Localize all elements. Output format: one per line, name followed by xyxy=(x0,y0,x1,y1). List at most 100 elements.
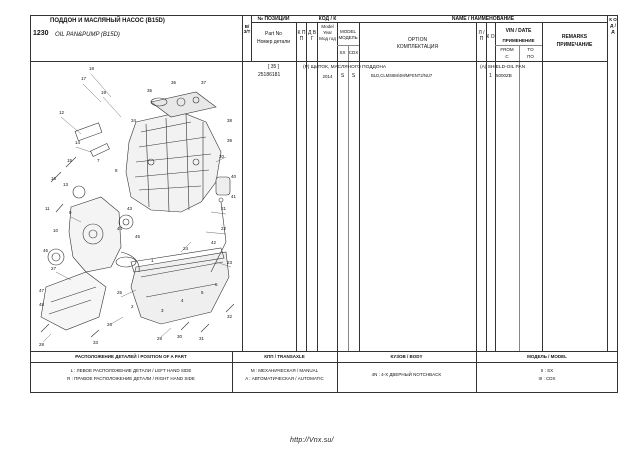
col-seq: В/З/Т xyxy=(243,24,251,34)
col-name: NAME / НАИМЕНОВАНИЕ xyxy=(451,16,515,22)
row-from: 5000ZB xyxy=(496,73,512,78)
remarks-ru: ПРИМЕЧАНИЕ xyxy=(556,42,593,48)
col-divider xyxy=(519,45,520,351)
footer-manual: M : МЕХАНИЧЕСКАЯ / MANUAL xyxy=(250,368,319,373)
lp: Л / П xyxy=(478,30,485,42)
dvg: Д В Г xyxy=(307,30,317,42)
part-no-ru: Номер детали xyxy=(256,39,291,45)
callout-number[interactable]: 15 xyxy=(67,158,73,163)
header-rule xyxy=(495,45,542,46)
header-rule xyxy=(251,22,607,23)
header-rule xyxy=(30,61,242,62)
callout-number[interactable]: 9 xyxy=(69,210,72,215)
callout-number[interactable]: 14 xyxy=(75,140,81,145)
col-code: КОД / К xyxy=(318,16,337,22)
callout-number[interactable]: 29 xyxy=(157,336,163,341)
callout-number[interactable]: 40 xyxy=(231,174,237,179)
model: MODEL МОДЕЛЬ xyxy=(338,29,358,40)
row-year: 2014 xyxy=(322,74,333,79)
catalog-frame xyxy=(30,15,618,393)
footer-transaxle-header: КПП / TRANSAXLE xyxy=(264,354,305,359)
col-divider xyxy=(317,22,318,351)
group-title-en: OIL PAN&PUMP (B15D) xyxy=(55,32,120,38)
callout-number[interactable]: 3 xyxy=(161,308,164,313)
row-position: [ 35 ] xyxy=(267,64,280,70)
callout-number[interactable]: 28 xyxy=(39,342,45,347)
to-en: TO xyxy=(527,47,534,52)
callout-number[interactable]: 7 xyxy=(97,158,100,163)
group-code: 1230 xyxy=(33,30,49,37)
callout-number[interactable]: 24 xyxy=(183,246,189,251)
footer-body-type: 4N : 4-Х ДВЕРНЫЙ NOTCHBACK xyxy=(371,372,442,377)
callout-number[interactable]: 22 xyxy=(221,226,227,231)
callout-number[interactable]: 32 xyxy=(227,314,233,319)
callout-number[interactable]: 19 xyxy=(101,90,107,95)
col-divider xyxy=(296,22,297,351)
callout-number[interactable]: 45 xyxy=(135,234,141,239)
callout-number[interactable]: 1 xyxy=(151,258,154,263)
option-en: OPTION xyxy=(407,37,428,43)
callout-number[interactable]: 27 xyxy=(51,266,57,271)
kpp: К П П xyxy=(297,30,306,42)
cdx-header: CDX xyxy=(348,50,359,55)
footer-right-side: R : ПРАВОЕ РАСПОЛОЖЕНИЕ ДЕТАЛИ / RIGHT H… xyxy=(67,376,195,381)
primenenie: ПРИМЕНЕНИЕ xyxy=(502,38,535,43)
callout-number[interactable]: 10 xyxy=(53,228,59,233)
callout-number[interactable]: 41 xyxy=(231,194,237,199)
callout-number[interactable]: 25 xyxy=(117,290,123,295)
callout-number[interactable]: 18 xyxy=(89,66,95,71)
callout-number[interactable]: 37 xyxy=(201,80,207,85)
callout-number[interactable]: 6 xyxy=(215,282,218,287)
callout-number[interactable]: 31 xyxy=(199,336,205,341)
footer-model-sx: II : SX xyxy=(540,368,554,373)
footer-automatic: A : АВТОМАТИЧЕСКАЯ / AUTOMATIC xyxy=(245,376,324,381)
callout-number[interactable]: 26 xyxy=(107,322,113,327)
vin-date: VIN / DATE xyxy=(505,28,532,34)
callout-number[interactable]: 42 xyxy=(211,240,217,245)
row-option: BLD,CLMS6M/4M/MFENT2/NU7 xyxy=(371,73,433,78)
callout-number[interactable]: 23 xyxy=(227,260,233,265)
callout-number[interactable]: 2 xyxy=(131,304,134,309)
col-divider xyxy=(348,45,349,351)
callout-number[interactable]: 20 xyxy=(219,154,225,159)
callout-number[interactable]: 33 xyxy=(93,340,99,345)
callout-number[interactable]: 48 xyxy=(39,302,45,307)
col-divider xyxy=(495,22,496,351)
footer-body-header: КУЗОВ / BODY xyxy=(390,354,423,359)
callout-number[interactable]: 21 xyxy=(221,206,227,211)
callout-number[interactable]: 11 xyxy=(45,206,50,211)
callout-number[interactable]: 36 xyxy=(171,80,177,85)
col-divider xyxy=(359,22,360,351)
source-link[interactable]: http://Vnx.su/ xyxy=(290,437,334,444)
to-ru: ПО xyxy=(527,54,534,59)
col-divider xyxy=(337,22,338,351)
callout-number[interactable]: 47 xyxy=(39,288,45,293)
callout-number[interactable]: 44 xyxy=(117,226,123,231)
callout-number[interactable]: 5 xyxy=(201,290,204,295)
callout-number[interactable]: 34 xyxy=(131,118,137,123)
callout-number[interactable]: 16 xyxy=(51,176,57,181)
from-en: FROM xyxy=(500,47,514,52)
row-qty: 1 xyxy=(489,73,492,79)
col-position: № ПОЗИЦИИ xyxy=(257,16,290,22)
callout-number[interactable]: 39 xyxy=(227,138,233,143)
callout-number[interactable]: 35 xyxy=(147,88,153,93)
callout-number[interactable]: 38 xyxy=(227,118,233,123)
footer-position-header: РАСПОЛОЖЕНИЕ ДЕТАЛЕЙ / POSITION OF A PAR… xyxy=(75,354,187,359)
row-name-en: (A) SHIELD-OIL PAN xyxy=(480,65,526,70)
callout-number[interactable]: 4 xyxy=(181,298,184,303)
callout-number[interactable]: 13 xyxy=(63,182,69,187)
callout-number[interactable]: 43 xyxy=(127,206,133,211)
row-part-no[interactable]: 25186181 xyxy=(258,72,281,78)
row-cdx: S xyxy=(351,73,356,79)
callout-number[interactable]: 46 xyxy=(43,248,49,253)
col-divider xyxy=(476,22,477,351)
header-rule xyxy=(337,45,359,46)
ko: К О xyxy=(486,34,495,40)
callout-number[interactable]: 8 xyxy=(115,168,118,173)
header-rule xyxy=(242,61,607,62)
callout-number[interactable]: 12 xyxy=(59,110,65,115)
callout-number[interactable]: 17 xyxy=(81,76,87,81)
row-sx: S xyxy=(340,73,345,79)
callout-number[interactable]: 30 xyxy=(177,334,183,339)
